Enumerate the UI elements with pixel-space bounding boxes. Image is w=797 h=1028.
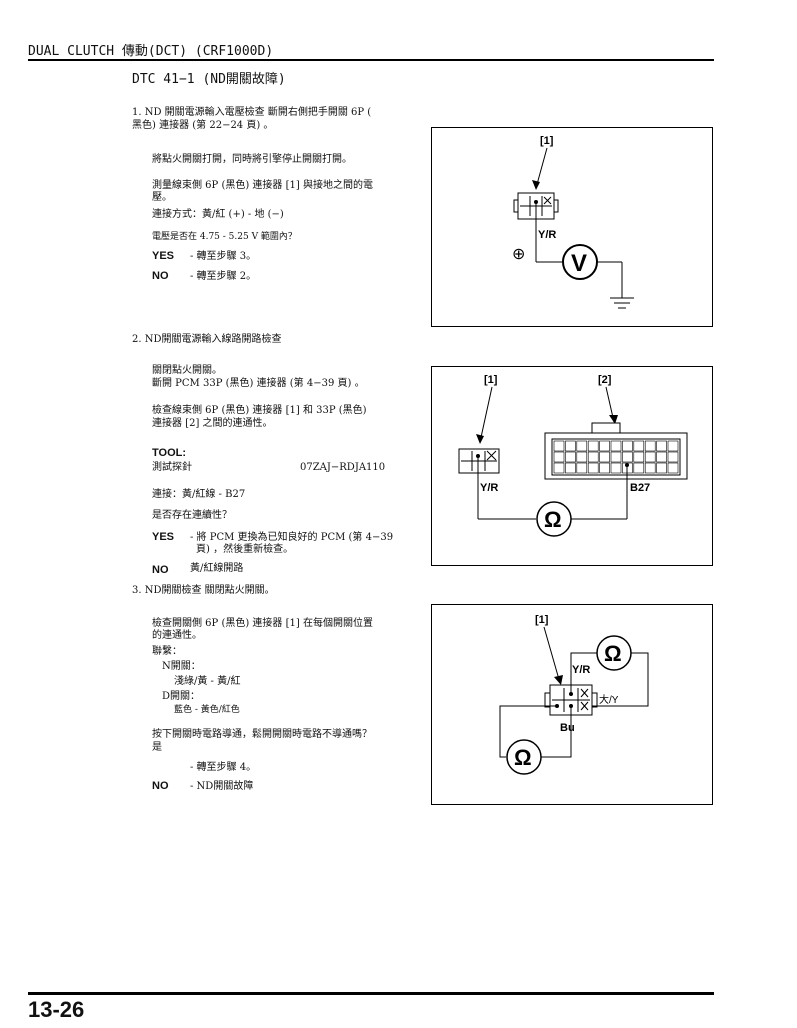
continuity-test-diagram: [1] [2] Y/R Ω B27: [431, 366, 713, 566]
connector-6p-icon: [458, 448, 500, 474]
step3-heading: 3. ND開關檢查 關閉點火開關。: [132, 585, 275, 596]
tool-name: 測試探針: [152, 462, 192, 473]
step1-text: 壓。: [152, 192, 172, 203]
step1-yes-text: - 轉至步驟 3。: [190, 251, 257, 262]
step1-heading-cont: 黑色) 連接器 (第 22−24 頁) 。: [132, 120, 274, 131]
diagram1-callout: [1]: [540, 135, 554, 147]
step1-no-text: - 轉至步驟 2。: [190, 271, 257, 282]
step3-text: 的連通性。: [152, 630, 202, 641]
plus-icon: ⊕: [512, 246, 525, 263]
tool-code: 07ZAJ−RDJA110: [300, 462, 386, 473]
diagram3-callout: [1]: [535, 614, 549, 626]
step1-no-label: NO: [152, 270, 169, 282]
step2-yes-text-cont: 頁) ，然後重新檢查。: [196, 544, 294, 555]
step2-question: 是否存在連續性？: [152, 510, 232, 521]
diagram1-wire-label: Y/R: [538, 229, 556, 241]
step1-text: 連接方式：黃/紅 (+) - 地 (−): [152, 209, 284, 220]
step3-question: 按下開關時電路導通，鬆開開關時電路不導通嗎？: [152, 729, 372, 740]
voltmeter-label: V: [571, 250, 587, 277]
step3-text: 檢查開關側 6P (黑色) 連接器 [1] 在每個開關位置: [152, 618, 373, 629]
step3-text: 淺綠/黃 - 黃/紅: [174, 676, 241, 687]
step1-heading: 1. ND 開關電源輸入電壓檢查 斷開右側把手開關 6P (: [132, 107, 372, 118]
step1-text: 測量線束側 6P (黑色) 連接器 [1] 與接地之間的電: [152, 180, 373, 191]
diagram2-wire-label: Y/R: [480, 482, 498, 494]
voltage-test-diagram: [1] Y/R ⊕ V: [431, 127, 713, 327]
step3-text: 藍色 - 黃色/紅色: [174, 705, 240, 715]
tool-label: TOOL:: [152, 447, 187, 459]
step2-heading: 2. ND開關電源輸入線路開路檢查: [132, 334, 282, 345]
step3-yes-text: - 轉至步驟 4。: [190, 762, 257, 773]
step2-yes-text: - 將 PCM 更換為已知良好的 PCM (第 4−39: [190, 532, 394, 543]
step2-no-label: NO: [152, 564, 169, 576]
diagram3-wire1-label: Y/R: [572, 664, 590, 676]
page-number: 13-26: [28, 997, 85, 1022]
step2-no-text: 黃/紅線開路: [190, 563, 244, 574]
step1-yes-label: YES: [152, 250, 175, 262]
step2-yes-label: YES: [152, 531, 175, 543]
footer-rule: [28, 992, 714, 995]
step2-text: 斷開 PCM 33P (黑色) 連接器 (第 4−39 頁) 。: [152, 378, 365, 389]
step3-text: 聯繫：: [152, 646, 182, 657]
ohmmeter-label: Ω: [544, 507, 562, 532]
switch-test-diagram: [1] Y/R 大/Y Bu Ω Ω: [431, 604, 713, 805]
step2-text: 連接：黃/紅線 - B27: [152, 489, 246, 500]
step1-question: 電壓是否在 4.75 - 5.25 V 範圍內？: [152, 232, 297, 242]
diagram3-wire3-label: Bu: [560, 722, 575, 734]
diagram3-wire2-label: 大/Y: [599, 693, 619, 706]
step3-no-label: NO: [152, 780, 169, 792]
ground-icon: [610, 297, 634, 309]
step3-text: N開關：: [162, 661, 201, 672]
diagram2-callout2: [2]: [598, 374, 612, 386]
header-rule: [28, 59, 714, 61]
dtc-title: DTC 41−1 (ND開關故障): [132, 72, 286, 87]
step2-text: 檢查線束側 6P (黑色) 連接器 [1] 和 33P (黑色): [152, 405, 367, 416]
diagram2-pin-label: B27: [630, 482, 650, 494]
step2-text: 連接器 [2] 之間的連通性。: [152, 418, 273, 429]
connector-33p-icon: [544, 422, 688, 480]
diagram2-callout1: [1]: [484, 374, 498, 386]
step3-no-text: - ND開關故障: [190, 781, 254, 792]
ohmmeter-label: Ω: [604, 641, 622, 666]
step1-text: 將點火開關打開，同時將引擎停止開關打開。: [152, 154, 352, 165]
running-header: DUAL CLUTCH 傳動(DCT) (CRF1000D): [28, 44, 274, 59]
step3-text: D開關：: [162, 691, 201, 702]
step3-yes-label: 是: [152, 742, 162, 753]
ohmmeter-label: Ω: [514, 745, 532, 770]
step2-text: 關閉點火開關。: [152, 365, 222, 376]
